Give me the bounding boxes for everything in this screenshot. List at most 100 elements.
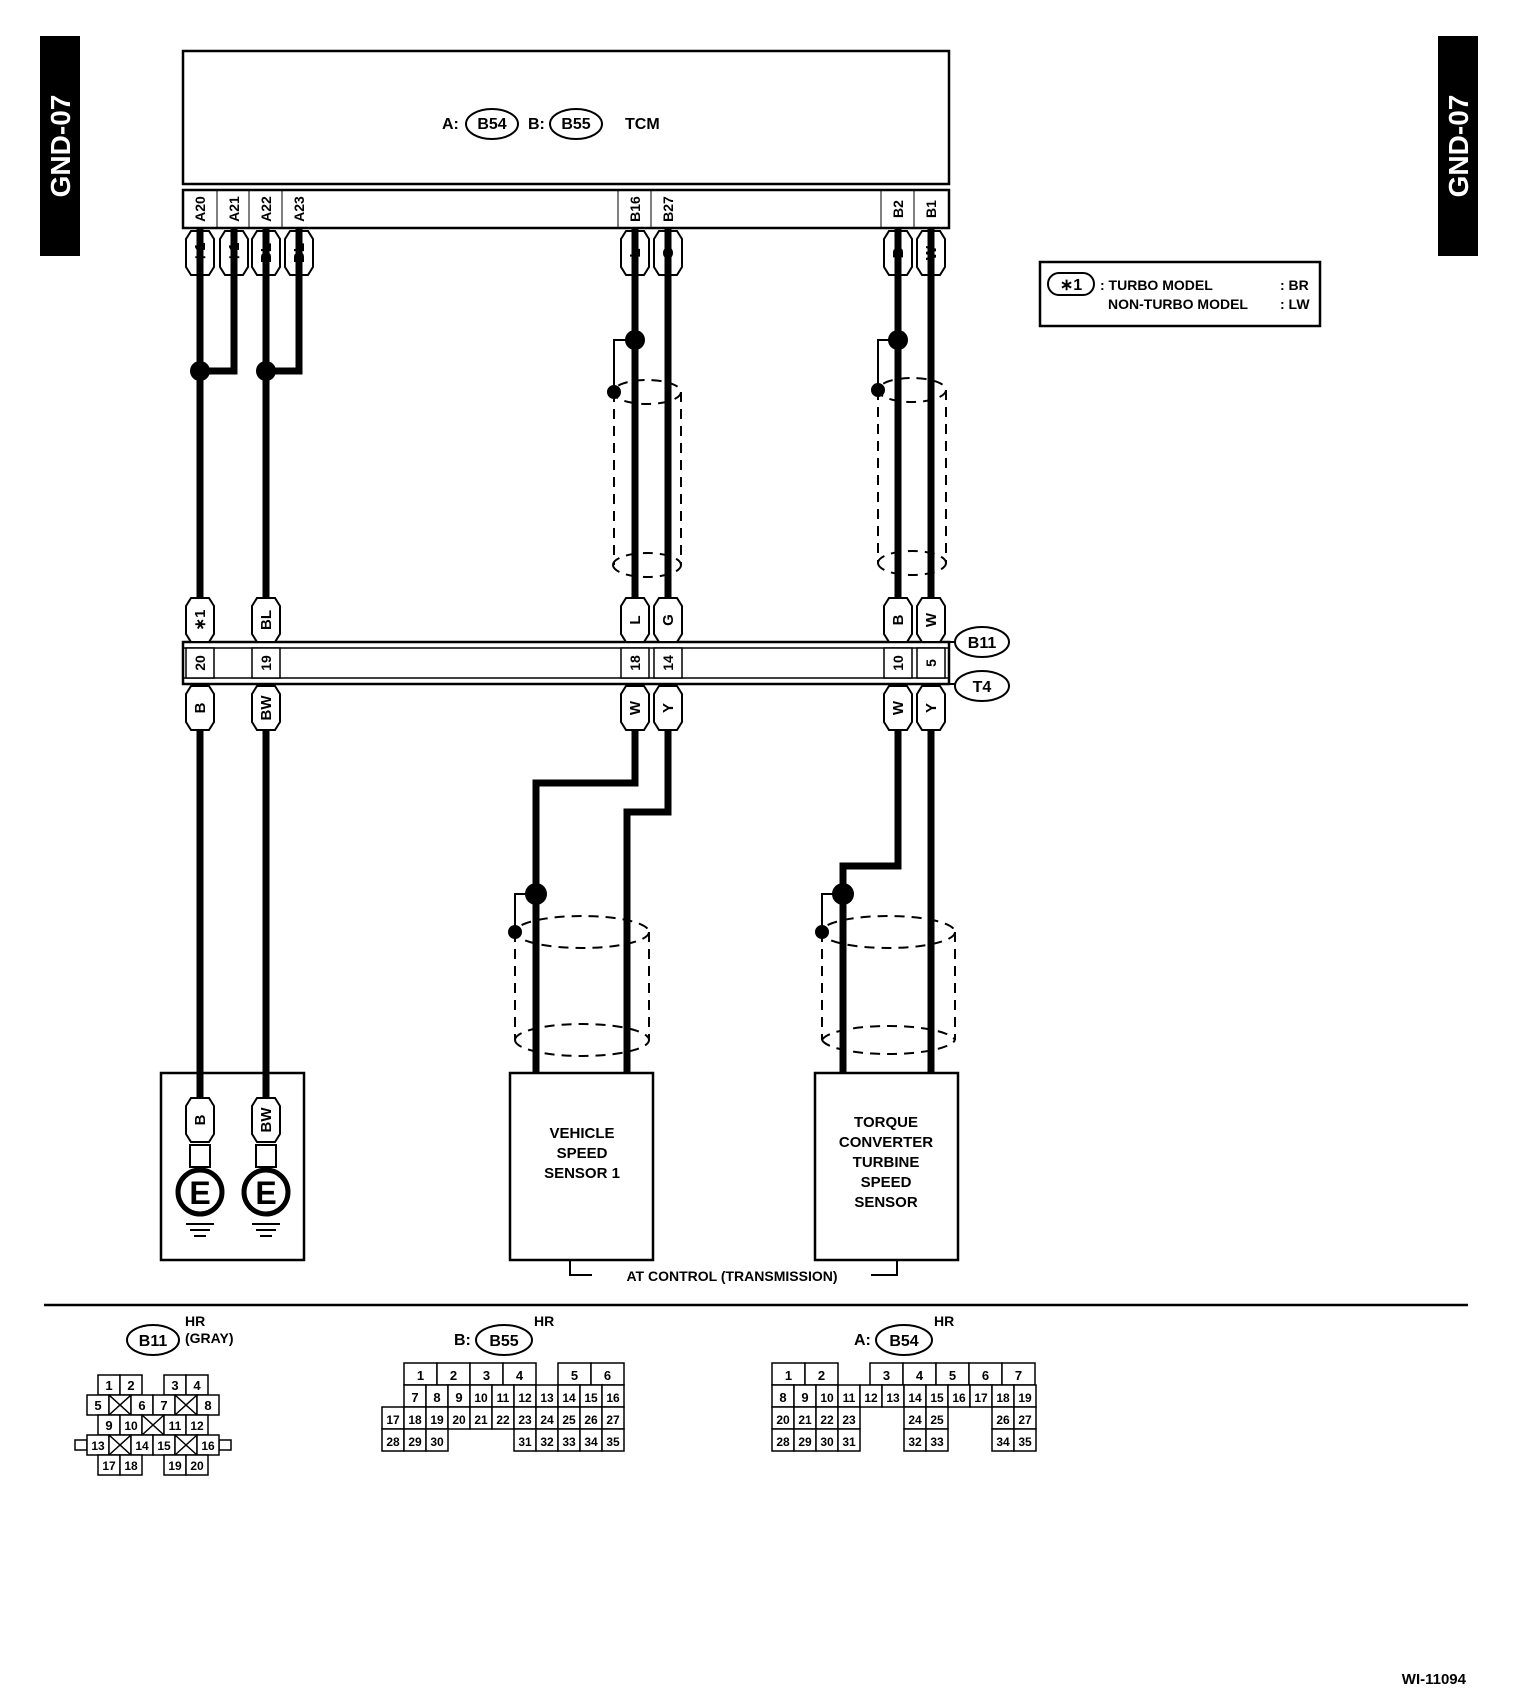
- pin-22: 22: [496, 1413, 510, 1427]
- lower-wire-tag-19: BW: [251, 685, 281, 731]
- splice-dots-lower: [525, 883, 854, 905]
- pin-14: 14: [135, 1439, 149, 1453]
- pin-12: 12: [190, 1419, 204, 1433]
- upper-wire-tag-19: BL: [251, 597, 281, 643]
- pin-25: 25: [562, 1413, 576, 1427]
- lower-wire-tag-5-text: Y: [923, 703, 940, 713]
- tcts-line3: TURBINE: [853, 1154, 920, 1171]
- b54-view-type: HR: [934, 1313, 954, 1329]
- pin-8: 8: [433, 1390, 440, 1405]
- pin-5: 5: [571, 1368, 578, 1383]
- pin-6: 6: [138, 1398, 145, 1413]
- pin-15: 15: [584, 1391, 598, 1405]
- pin-11: 11: [169, 1419, 182, 1433]
- shield-lower-vss: [508, 893, 650, 1057]
- pin-30: 30: [820, 1435, 834, 1449]
- b11-view-type: HR: [185, 1313, 205, 1329]
- upper-wire-tag-14-text: G: [660, 614, 677, 626]
- ground-2-icon: E: [241, 1167, 291, 1237]
- pin-16: 16: [201, 1439, 215, 1453]
- upper-wire-tag-5-text: W: [923, 612, 940, 627]
- tcts-line4: SPEED: [861, 1174, 912, 1191]
- pin-6: 6: [604, 1368, 611, 1383]
- vss-line2: SPEED: [557, 1145, 608, 1162]
- pin-15: 15: [930, 1391, 944, 1405]
- pin-13: 13: [540, 1391, 554, 1405]
- pin-2: 2: [127, 1378, 134, 1393]
- pin-25: 25: [930, 1413, 944, 1427]
- pin-20: 20: [452, 1413, 466, 1427]
- tcm-pin-b2: B2: [890, 200, 906, 218]
- pin-34: 34: [584, 1435, 598, 1449]
- pin-13: 13: [91, 1439, 105, 1453]
- upper-wire-tag-5: W: [916, 597, 946, 643]
- legend-nonturbo-value: : LW: [1280, 296, 1310, 312]
- pin-5: 5: [949, 1368, 956, 1383]
- page-tag-right: GND-07: [1438, 36, 1478, 256]
- pin-7: 7: [160, 1398, 167, 1413]
- pin-31: 31: [842, 1435, 856, 1449]
- tcm-pin-a23: A23: [291, 196, 307, 222]
- at-control-group: AT CONTROL (TRANSMISSION): [569, 1260, 898, 1284]
- upper-wire-tag-18-text: L: [627, 615, 644, 624]
- ground-wire-color-tags: B BW: [185, 1097, 281, 1143]
- pin-10: 10: [820, 1391, 834, 1405]
- inline-pin-14: 14: [660, 655, 676, 671]
- upper-wire-tag-10-text: B: [890, 614, 907, 625]
- pin-27: 27: [606, 1413, 620, 1427]
- pin-24: 24: [540, 1413, 554, 1427]
- pin-7: 7: [411, 1390, 418, 1405]
- pin-3: 3: [171, 1378, 178, 1393]
- upper-wire-tag-20-text: ∗1: [192, 610, 209, 631]
- upper-wire-color-tags: ∗1 BL L G B W: [185, 597, 946, 643]
- wires-upper: [196, 228, 935, 600]
- pin-32: 32: [908, 1435, 922, 1449]
- pin-35: 35: [1018, 1435, 1032, 1449]
- lower-wire-tag-14: Y: [653, 685, 683, 731]
- pin-19: 19: [1018, 1391, 1032, 1405]
- shield-upper-tcts: [871, 339, 947, 576]
- tcm-conn-a-prefix: A:: [442, 116, 459, 133]
- lower-wire-tag-10: W: [883, 685, 913, 731]
- pin-29: 29: [798, 1435, 812, 1449]
- pin-26: 26: [584, 1413, 598, 1427]
- page-tag-left-text: GND-07: [45, 95, 76, 198]
- pin-13: 13: [886, 1391, 900, 1405]
- pin-6: 6: [982, 1368, 989, 1383]
- pin-2: 2: [818, 1368, 825, 1383]
- lower-wire-tag-19-text: BW: [258, 695, 275, 721]
- tcm-conn-b-prefix: B:: [528, 116, 545, 133]
- inline-pin-10: 10: [890, 655, 906, 671]
- pin-23: 23: [518, 1413, 532, 1427]
- ground-1-icon: E: [175, 1167, 225, 1237]
- tcts-line5: SENSOR: [854, 1194, 918, 1211]
- pin-9: 9: [105, 1418, 112, 1433]
- pin-5: 5: [94, 1398, 101, 1413]
- upper-wire-tag-20: ∗1: [185, 597, 215, 643]
- ground-wire-tag-1-text: B: [192, 1114, 209, 1125]
- pin-29: 29: [408, 1435, 422, 1449]
- tcm-pin-a22: A22: [258, 196, 274, 222]
- pin-20: 20: [776, 1413, 790, 1427]
- lower-wire-tag-14-text: Y: [660, 703, 677, 713]
- pin-17: 17: [386, 1413, 400, 1427]
- inline-pin-19: 19: [258, 655, 274, 671]
- pin-8: 8: [779, 1390, 786, 1405]
- pin-21: 21: [474, 1413, 488, 1427]
- pin-9: 9: [801, 1390, 808, 1405]
- pin-1: 1: [105, 1378, 112, 1393]
- ground-wire-tag-2: BW: [251, 1097, 281, 1143]
- b54-view-prefix: A:: [854, 1332, 871, 1349]
- pin-9: 9: [455, 1390, 462, 1405]
- shield-upper-vss: [607, 339, 682, 578]
- upper-wire-tag-19-text: BL: [258, 610, 275, 630]
- pin-10: 10: [124, 1419, 138, 1433]
- tcm-module: A: B54 B: B55 TCM: [181, 49, 951, 230]
- pin-30: 30: [430, 1435, 444, 1449]
- pin-1: 1: [417, 1368, 424, 1383]
- vss-line1: VEHICLE: [549, 1125, 614, 1142]
- legend-nonturbo-label: NON-TURBO MODEL: [1108, 296, 1248, 312]
- pin-33: 33: [562, 1435, 576, 1449]
